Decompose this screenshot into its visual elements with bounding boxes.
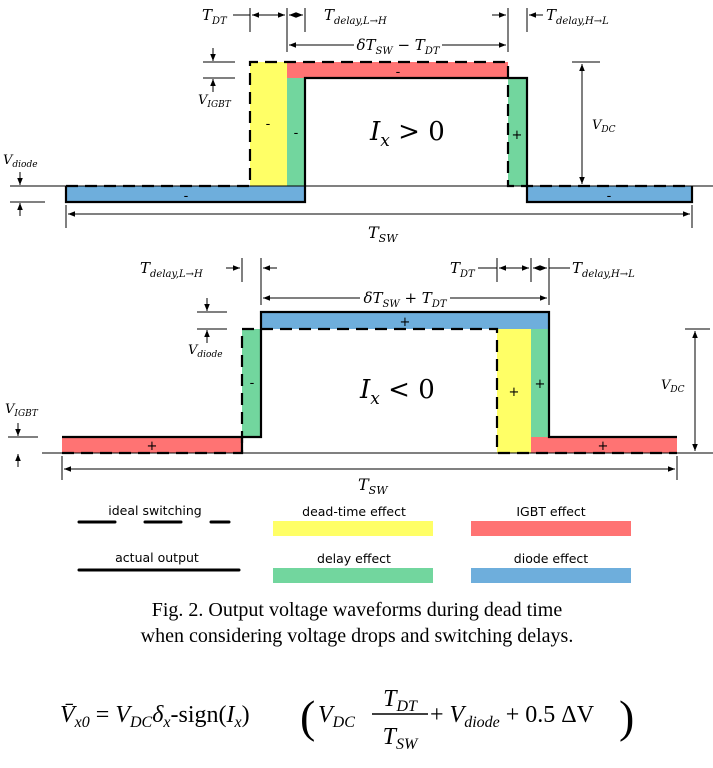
top-sign-yellow: -: [266, 117, 271, 132]
top-delay-region-left: [287, 78, 305, 186]
legend-igbt-swatch: [471, 521, 631, 536]
bottom-ideal-switching: [62, 327, 677, 455]
bottom-sign-blue: +: [400, 315, 411, 330]
caption-line-2: when considering voltage drops and switc…: [141, 625, 574, 647]
legend-deadtime-label: dead-time effect: [302, 504, 406, 519]
equation-denominator: TSW: [383, 724, 419, 753]
equation-numerator: TDT: [383, 686, 418, 715]
top-sign-green-right: +: [512, 128, 523, 143]
top-sign-red: -: [396, 65, 401, 80]
legend-deadtime-swatch: [273, 521, 433, 536]
legend: ideal switching actual output dead-time …: [77, 503, 631, 583]
top-sign-green-left: -: [294, 126, 299, 141]
equation-right: + Vdiode + 0.5 ΔV: [430, 702, 595, 731]
bottom-duty-label: δTSW + TDT: [364, 289, 448, 310]
top-v-dc-label: VDC: [592, 118, 616, 135]
top-duty-label: δTSW − TDT: [357, 36, 441, 57]
legend-diode-label: diode effect: [514, 551, 589, 566]
top-t-dt-label: TDT: [202, 6, 228, 27]
top-t-delay-lh-label: Tdelay,L→H: [324, 6, 387, 27]
bottom-diode-region: [261, 312, 549, 329]
legend-delay-label: delay effect: [317, 551, 391, 566]
bottom-sign-green-right: +: [535, 377, 546, 392]
top-diode-region-left: [66, 186, 305, 202]
caption-line-1: Fig. 2. Output voltage waveforms during …: [152, 599, 563, 621]
bottom-v-dc-label: VDC: [661, 378, 685, 395]
legend-diode-swatch: [471, 568, 631, 583]
bottom-t-delay-hl-label: Tdelay,H→L: [572, 259, 635, 280]
bottom-igbt-region-right: [531, 437, 677, 453]
top-delay-region-right: [508, 78, 527, 186]
bottom-deadtime-region: [497, 329, 531, 453]
bottom-t-dt-label: TDT: [450, 259, 476, 280]
equation-close-paren: ): [619, 691, 634, 742]
bottom-waveform: - + + + + + Ix < 0 Tdelay,L→H TDT Tdelay…: [5, 258, 713, 497]
legend-ideal-label: ideal switching: [108, 503, 201, 518]
top-t-sw-label: TSW: [368, 223, 399, 245]
bottom-sign-red-left: +: [147, 439, 158, 454]
equation-vdc: VDC: [318, 702, 355, 731]
bottom-delay-region-right: [531, 329, 549, 437]
bottom-v-igbt-label: VIGBT: [5, 402, 39, 419]
equation: V̄x0 = VDCδx-sign(Ix) ( VDC TDT TSW + Vd…: [60, 686, 634, 753]
top-actual-output: [64, 76, 694, 204]
top-t-delay-hl-label: Tdelay,H→L: [546, 6, 609, 27]
bottom-sign-red-right: +: [598, 439, 609, 454]
top-sign-blue-right: -: [607, 189, 612, 204]
bottom-t-sw-label: TSW: [358, 475, 389, 497]
bottom-sign-yellow: +: [509, 385, 520, 400]
bottom-condition: Ix < 0: [359, 375, 435, 409]
top-ideal-switching: [66, 60, 692, 188]
bottom-sign-green-left: -: [250, 376, 255, 391]
legend-actual-label: actual output: [115, 550, 199, 565]
bottom-igbt-region-left: [62, 437, 242, 453]
bottom-v-diode-label: Vdiode: [188, 343, 223, 360]
top-sign-blue-left: -: [184, 189, 189, 204]
equation-open-paren: (: [300, 691, 315, 742]
equation-left: V̄x0 = VDCδx-sign(Ix): [60, 702, 250, 731]
legend-delay-swatch: [273, 568, 433, 583]
legend-igbt-label: IGBT effect: [516, 504, 585, 519]
top-igbt-region: [287, 62, 508, 78]
top-v-diode-label: Vdiode: [3, 153, 38, 170]
top-condition: Ix > 0: [369, 117, 445, 151]
top-waveform: - - - + - - Ix > 0 TDT Tdelay,L→H Tdelay…: [3, 6, 713, 245]
top-deadtime-region: [250, 62, 287, 186]
bottom-delay-region-left: [242, 329, 261, 437]
top-v-igbt-label: VIGBT: [198, 93, 232, 110]
bottom-t-delay-lh-label: Tdelay,L→H: [140, 259, 203, 280]
top-diode-region-right: [527, 186, 692, 202]
